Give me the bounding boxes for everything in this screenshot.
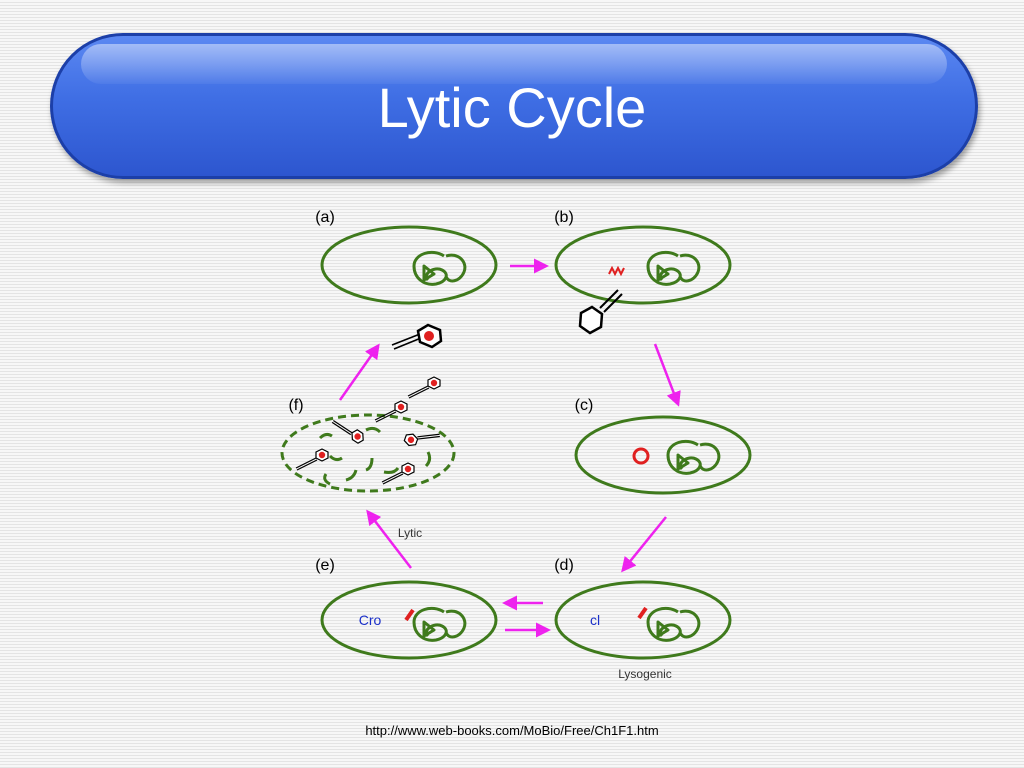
progeny-phage-icon bbox=[374, 400, 408, 423]
cell-a bbox=[320, 225, 498, 305]
circular-phage-dna bbox=[632, 447, 650, 465]
bacterial-dna-c bbox=[666, 439, 721, 475]
cell-d: cl bbox=[554, 580, 732, 660]
slide-title: Lytic Cycle bbox=[377, 76, 647, 139]
prophage-segment-e bbox=[404, 608, 415, 622]
cell-f-lysing bbox=[280, 376, 456, 493]
progeny-phage-icon bbox=[407, 376, 441, 399]
dna-fragment bbox=[328, 454, 343, 462]
panel-label-a: (a) bbox=[315, 209, 335, 226]
panel-label-d: (d) bbox=[554, 557, 574, 574]
dna-fragment bbox=[424, 451, 432, 468]
panel-label-b: (b) bbox=[554, 209, 574, 226]
injected-phage-dna bbox=[608, 265, 625, 277]
source-url[interactable]: http://www.web-books.com/MoBio/Free/Ch1F… bbox=[365, 723, 659, 738]
bacterial-dna-e bbox=[412, 606, 467, 642]
dna-fragment bbox=[318, 432, 333, 440]
title-banner bbox=[50, 33, 978, 179]
protein-label-cl: cl bbox=[590, 612, 600, 628]
protein-label-cro: Cro bbox=[359, 612, 382, 628]
title-banner-gloss bbox=[81, 44, 947, 84]
released-phage-icon bbox=[391, 323, 443, 350]
arrow-e-to-f bbox=[366, 509, 412, 569]
arrow-c-to-d bbox=[621, 516, 667, 573]
cell-b bbox=[554, 225, 732, 335]
dna-fragment bbox=[365, 457, 374, 472]
arrow-b-to-c bbox=[653, 343, 681, 407]
panel-label-f: (f) bbox=[288, 397, 303, 414]
phage-attached-icon bbox=[578, 289, 623, 335]
dna-fragment bbox=[383, 467, 400, 474]
panel-label-e: (e) bbox=[315, 557, 335, 574]
bacterial-dna-b bbox=[646, 250, 701, 286]
prophage-segment-d bbox=[637, 606, 648, 620]
arrow-f-to-a bbox=[338, 343, 380, 401]
dna-fragment bbox=[323, 473, 331, 486]
dna-fragment bbox=[365, 426, 382, 434]
pathway-label-lytic: Lytic bbox=[398, 526, 422, 540]
progeny-phage-icon bbox=[331, 410, 367, 450]
cell-e: Cro bbox=[320, 580, 498, 660]
progeny-phage-icon bbox=[295, 448, 329, 471]
bacterial-dna-a bbox=[412, 250, 467, 286]
bacterial-dna-d bbox=[646, 606, 701, 642]
dna-fragment bbox=[345, 469, 358, 482]
cell-c bbox=[574, 415, 752, 495]
panel-label-c: (c) bbox=[575, 397, 594, 414]
pathway-label-lysogenic: Lysogenic bbox=[618, 667, 672, 681]
